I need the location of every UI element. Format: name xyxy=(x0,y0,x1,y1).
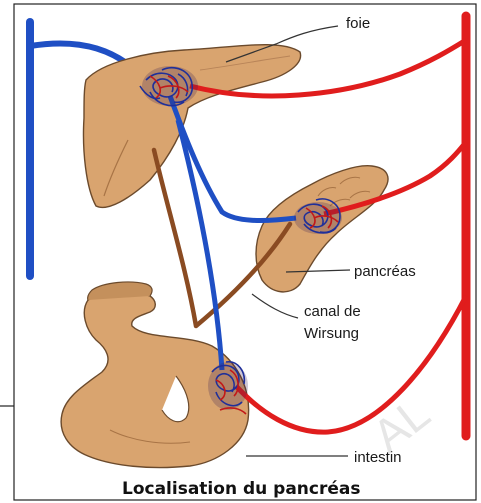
label-foie: foie xyxy=(346,15,370,32)
canal-leader xyxy=(252,294,298,318)
portal-vein-intestine xyxy=(178,120,222,370)
label-canal-line2: Wirsung xyxy=(304,325,359,342)
figure-caption: Localisation du pancréas xyxy=(122,479,360,499)
label-pancreas: pancréas xyxy=(354,263,416,280)
label-canal-line1: canal de xyxy=(304,303,361,320)
